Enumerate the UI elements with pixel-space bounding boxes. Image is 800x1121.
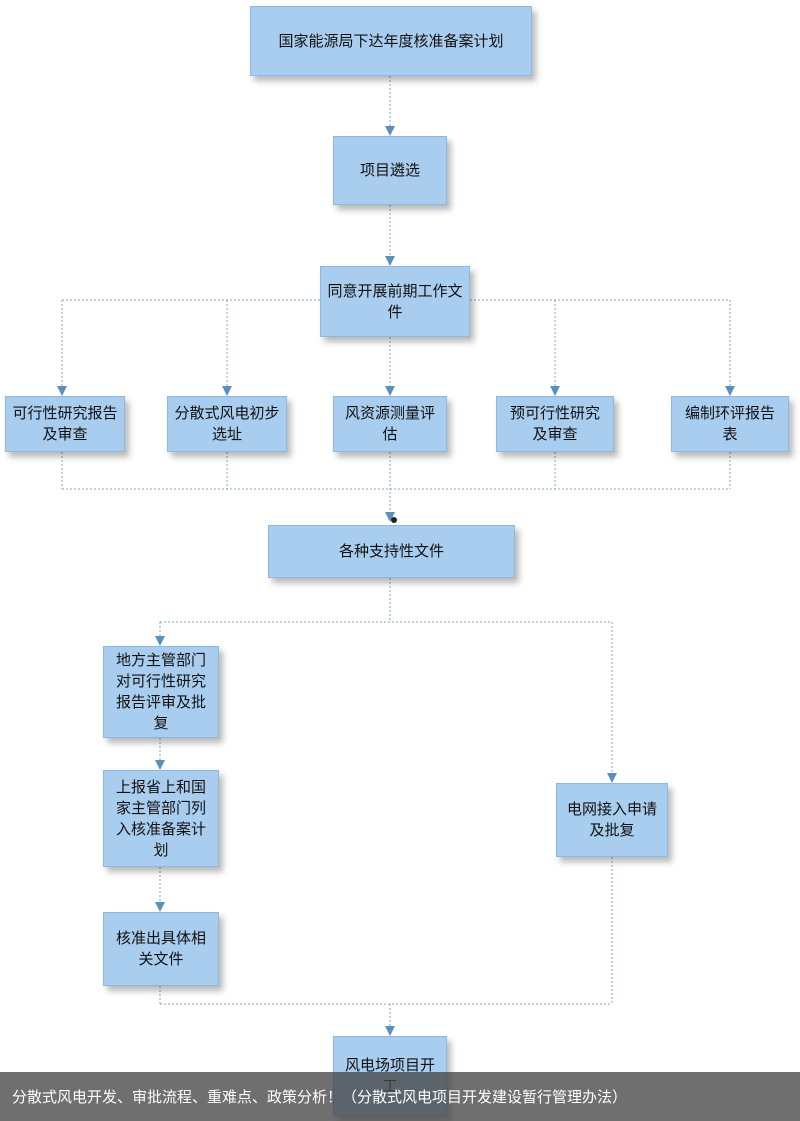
node-plan-submission: 上报省上和国家主管部门列入核准备案计划 <box>103 770 219 867</box>
node-initial-site-selection: 分散式风电初步选址 <box>167 396 287 452</box>
node-preliminary-work-approval: 同意开展前期工作文件 <box>320 266 470 337</box>
node-pre-feasibility-study: 预可行性研究及审查 <box>496 396 614 452</box>
node-local-review-approval: 地方主管部门对可行性研究报告评审及批复 <box>103 646 219 738</box>
node-grid-connection: 电网接入申请及批复 <box>556 783 668 857</box>
junction-dot <box>391 517 397 523</box>
node-environmental-report: 编制环评报告表 <box>671 396 789 452</box>
node-supporting-documents: 各种支持性文件 <box>268 525 515 578</box>
node-feasibility-study: 可行性研究报告及审查 <box>5 396 125 452</box>
node-wind-resource-assessment: 风资源测量评估 <box>333 396 447 452</box>
node-project-selection: 项目遴选 <box>333 136 447 205</box>
node-annual-plan: 国家能源局下达年度核准备案计划 <box>250 6 532 76</box>
node-approval-documents: 核准出具体相关文件 <box>103 912 219 986</box>
image-caption: 分散式风电开发、审批流程、重难点、政策分析！（分散式风电项目开发建设暂行管理办法… <box>0 1072 800 1121</box>
